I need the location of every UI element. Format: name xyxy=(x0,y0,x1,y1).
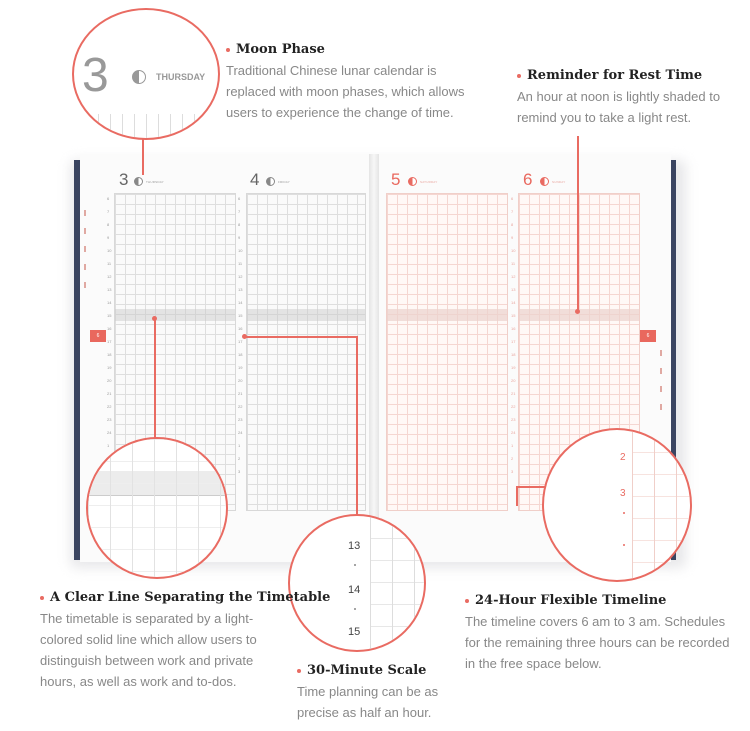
connector-rest-time xyxy=(577,136,579,312)
bullet-icon xyxy=(517,73,521,78)
scale-title: 30-Minute Scale xyxy=(307,663,427,678)
timeline-title: 24-Hour Flexible Timeline xyxy=(475,593,667,608)
clear-line-description: The timetable is separated by a light-co… xyxy=(40,611,257,689)
connector-timeline-h xyxy=(518,486,546,488)
timeline-tick xyxy=(623,544,625,546)
magnifier-grid xyxy=(88,439,226,577)
bullet-icon xyxy=(465,598,469,603)
scale-description: Time planning can be as precise as half … xyxy=(297,684,439,720)
bullet-icon xyxy=(40,595,44,600)
clear-line-callout: A Clear Line Separating the Timetable Th… xyxy=(40,590,330,692)
magnifier-day-number: 3 xyxy=(82,49,109,102)
moon-phase-icon xyxy=(540,177,549,186)
book-cover-right-edge xyxy=(668,160,676,560)
left-month-tab[interactable]: 6 xyxy=(90,330,106,342)
right-page-tabs xyxy=(660,350,664,430)
day-number-3: 5 xyxy=(391,170,401,189)
day-number-4: 6 xyxy=(523,170,533,189)
timetable-grid-friday[interactable] xyxy=(246,193,366,511)
bullet-icon xyxy=(226,47,230,52)
magnifier-grid xyxy=(74,114,218,138)
timeline-magnifier: 2 3 xyxy=(542,428,692,582)
left-page-tabs xyxy=(84,210,88,330)
bullet-icon xyxy=(297,668,301,673)
connector-scale-h xyxy=(244,336,358,338)
day-name-3: SATURDAY xyxy=(420,180,438,184)
noon-shade-friday xyxy=(247,309,365,321)
connector-timeline-v xyxy=(516,486,518,506)
day-name-1: THURSDAY xyxy=(146,180,164,184)
noon-shade-sunday xyxy=(519,309,639,321)
connector-dot xyxy=(575,309,580,314)
magnifier-day-name: THURSDAY xyxy=(156,72,206,82)
moon-phase-icon xyxy=(134,177,143,186)
timeline-hour-2: 2 xyxy=(620,452,626,463)
book-cover-left-edge xyxy=(74,160,82,560)
rest-time-description: An hour at noon is lightly shaded to rem… xyxy=(517,89,721,125)
noon-shade-saturday xyxy=(387,309,507,321)
day-name-2: FRIDAY xyxy=(278,180,290,184)
scale-magnifier: 13 14 15 xyxy=(288,514,426,652)
scale-callout: 30-Minute Scale Time planning can be as … xyxy=(297,663,477,723)
scale-half-dot xyxy=(354,608,356,610)
connector-scale-v xyxy=(356,336,358,516)
scale-hour-15: 15 xyxy=(348,626,361,638)
rest-time-callout: Reminder for Rest Time An hour at noon i… xyxy=(517,68,743,128)
day-number-2: 4 xyxy=(250,170,260,189)
rest-time-title: Reminder for Rest Time xyxy=(527,68,703,83)
timeline-callout: 24-Hour Flexible Timeline The timeline c… xyxy=(465,593,740,674)
connector-dot xyxy=(242,334,247,339)
timetable-grid-saturday[interactable] xyxy=(386,193,508,511)
timeline-description: The timeline covers 6 am to 3 am. Schedu… xyxy=(465,614,730,671)
moon-phase-icon xyxy=(132,70,146,84)
connector-moon-phase xyxy=(142,135,144,175)
moon-phase-magnifier: 3 THURSDAY xyxy=(72,8,220,140)
scale-hour-13: 13 xyxy=(348,540,361,552)
timeline-tick xyxy=(623,512,625,514)
moon-phase-callout: Moon Phase Traditional Chinese lunar cal… xyxy=(226,42,486,123)
connector-clear-line xyxy=(154,318,156,438)
clear-line-title: A Clear Line Separating the Timetable xyxy=(50,590,331,605)
moon-phase-icon xyxy=(266,177,275,186)
moon-phase-description: Traditional Chinese lunar calendar is re… xyxy=(226,63,465,120)
moon-phase-icon xyxy=(408,177,417,186)
noon-shade-thursday xyxy=(115,309,235,321)
day-number-1: 3 xyxy=(119,170,129,189)
magnifier-grid xyxy=(632,430,690,580)
scale-half-dot xyxy=(354,564,356,566)
day-name-4: SUNDAY xyxy=(552,180,566,184)
connector-dot xyxy=(152,316,157,321)
clear-line-magnifier xyxy=(86,437,228,579)
right-month-tab[interactable]: 6 xyxy=(640,330,656,342)
timeline-hour-3: 3 xyxy=(620,488,626,499)
moon-phase-title: Moon Phase xyxy=(236,42,325,57)
scale-hour-14: 14 xyxy=(348,584,361,596)
magnifier-grid xyxy=(370,516,424,650)
book-gutter xyxy=(369,154,379,562)
